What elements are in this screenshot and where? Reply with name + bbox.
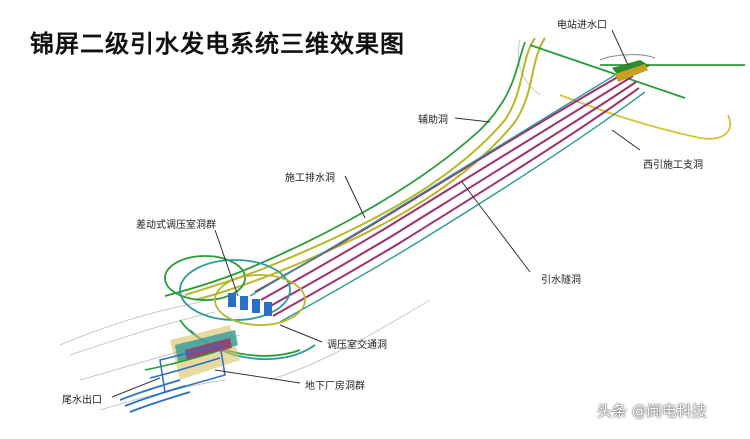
terrain-lines	[59, 39, 541, 411]
powerhouse-group	[144, 325, 240, 393]
intake-structure	[599, 54, 656, 82]
label-headrace-tunnel: 引水隧洞	[541, 275, 581, 286]
west-branch-tunnel	[559, 94, 731, 140]
diagram-title: 锦屏二级引水发电系统三维效果图	[30, 30, 405, 58]
leader-lines	[111, 29, 641, 398]
label-auxiliary-tunnel: 辅助洞	[418, 115, 448, 126]
tailrace-outlet	[119, 379, 191, 413]
label-drainage-tunnel: 施工排水洞	[285, 173, 335, 184]
auxiliary-tunnel	[184, 37, 546, 301]
label-west-branch-tunnel: 西引施工支洞	[643, 160, 703, 171]
label-surge-access-tunnel: 调压室交通洞	[327, 340, 387, 351]
headrace-tunnels	[254, 69, 640, 317]
label-tailrace-outlet: 尾水出口	[62, 395, 102, 406]
teal-tunnels	[249, 71, 646, 323]
watermark: 头条 @闽电科技	[597, 402, 707, 420]
label-surge-chamber: 差动式调压室洞群	[136, 220, 216, 231]
label-intake: 电站进水口	[557, 20, 607, 31]
surge-chamber-blocks	[228, 293, 272, 316]
label-powerhouse: 地下厂房洞群	[305, 381, 365, 392]
